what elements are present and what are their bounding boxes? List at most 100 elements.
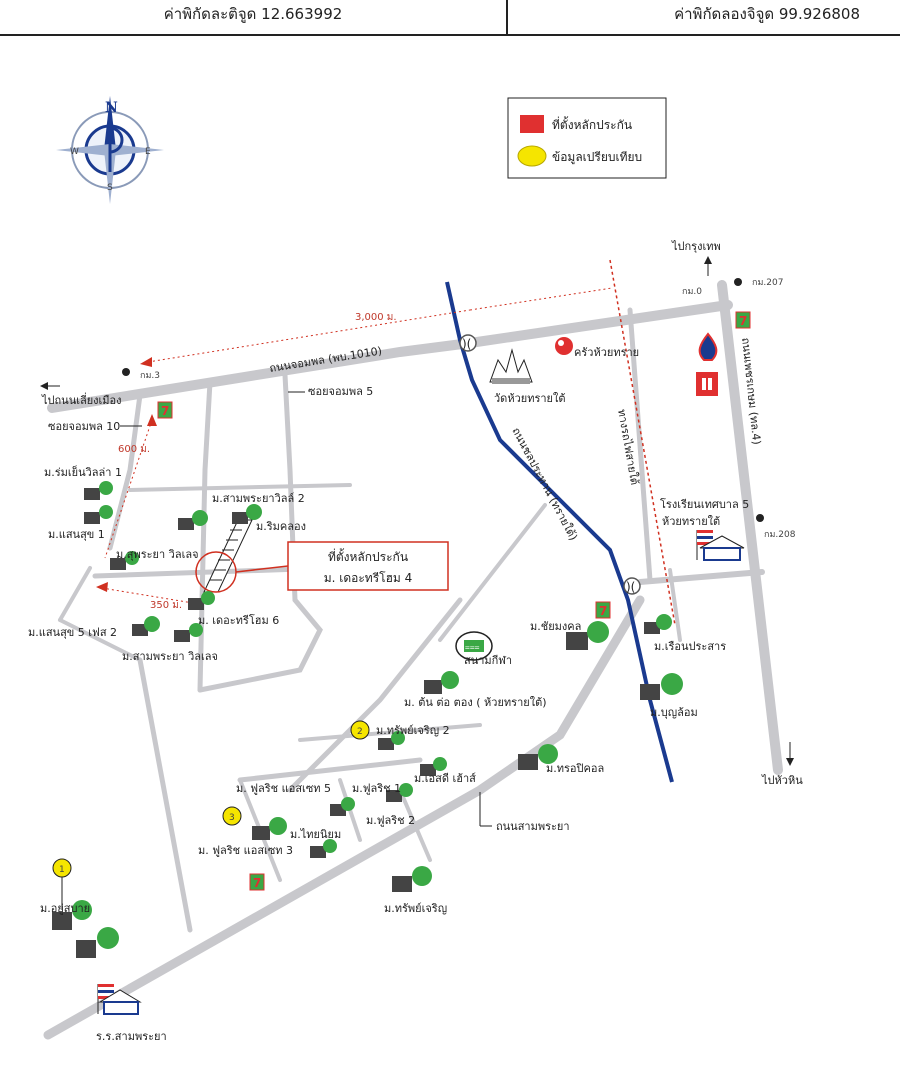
comparable-marker-2: 2 xyxy=(350,720,370,740)
svg-text:ซอยจอมพล 10: ซอยจอมพล 10 xyxy=(48,420,120,433)
school-samphraya-icon xyxy=(97,984,142,1015)
svg-text:ไปหัวหิน: ไปหัวหิน xyxy=(761,774,803,787)
village-saensuk: ม.แสนสุข 1 xyxy=(48,528,105,541)
svg-text:7: 7 xyxy=(253,876,261,890)
latitude-header: ค่าพิกัดละติจูด 12.663992 xyxy=(0,0,508,36)
village-labels: ม.ร่มเย็นวิลล่า 1 ม.แสนสุข 1 ม.สามพระยาว… xyxy=(28,465,726,915)
svg-text:7: 7 xyxy=(739,314,747,328)
svg-text:ไปถนนเลี่ยงเมือง: ไปถนนเลี่ยงเมือง xyxy=(41,392,122,407)
distance-600: 600 ม. xyxy=(104,414,157,559)
village-fullrich3: ม. ฟูลริช แอสเซท 3 xyxy=(198,844,293,857)
svg-text:กม.0: กม.0 xyxy=(682,287,702,297)
village-fullrich5: ม. ฟูลริช แอสเซท 5 xyxy=(236,782,331,795)
km-markers: กม.207 กม.0 กม.3 กม.208 xyxy=(122,278,796,540)
subject-swatch xyxy=(520,115,544,133)
village-sapcharoen: ม.ทรัพย์เจริญ xyxy=(384,902,447,915)
house-icon xyxy=(644,614,672,634)
stadium-icon: === xyxy=(455,631,493,661)
house-icon xyxy=(640,673,683,700)
svg-text:ไปกรุงเทพ: ไปกรุงเทพ xyxy=(671,240,721,253)
label-stadium: สนามกีฬา xyxy=(464,654,512,667)
label-temple: วัดห้วยทรายใต้ xyxy=(494,392,566,405)
label-chonprathan: ถนนชลประทาน (ทรายใต้) xyxy=(509,425,580,542)
compass-s: S xyxy=(107,183,113,193)
label-school5: โรงเรียนเทศบาล 5 xyxy=(660,497,749,511)
house-icon xyxy=(252,817,287,840)
restaurant-icon xyxy=(555,337,573,355)
svg-text:===: === xyxy=(465,643,480,652)
village-fullrich1: ม.ฟูลริช 1 xyxy=(352,782,401,795)
isuzu-sign-icon xyxy=(696,372,718,396)
village-sd: ม.เอสดี เฮ้าส์ xyxy=(414,772,476,785)
village-saensuk5: ม.แสนสุข 5 เฟส 2 xyxy=(28,626,117,639)
seven-eleven-icon: 7 xyxy=(595,601,611,619)
house-icon xyxy=(518,744,558,770)
distance-350: 350 ม. xyxy=(96,582,206,611)
svg-text:ม. เดอะทรีโฮม 4: ม. เดอะทรีโฮม 4 xyxy=(324,571,413,585)
house-icon xyxy=(110,551,139,570)
svg-text:กม.208: กม.208 xyxy=(764,530,796,540)
svg-text:2: 2 xyxy=(357,727,363,737)
seven-eleven-icon: 7 xyxy=(735,311,751,329)
seven-eleven-icon: 7 xyxy=(249,873,265,891)
roundabout-south xyxy=(623,577,641,595)
svg-text:3: 3 xyxy=(229,813,235,823)
village-chaimongkhon: ม.ชัยมงคล xyxy=(530,620,581,633)
distance-3000: 3,000 ม. xyxy=(140,287,613,367)
village-treehome6: ม. เดอะทรีโฮม 6 xyxy=(198,613,279,627)
temple-icon xyxy=(489,348,533,384)
school-flag-icon xyxy=(696,530,745,561)
label-samphraya: ถนนสามพระยา xyxy=(479,792,570,833)
legend-comparable-label: ข้อมูลเปรียบเทียบ xyxy=(552,150,642,165)
svg-text:กม.3: กม.3 xyxy=(140,371,160,381)
village-thainiyom: ม.ไทยนิยม xyxy=(290,828,341,841)
road-chomphon xyxy=(47,300,733,413)
label-school-samphraya: ร.ร.สามพระยา xyxy=(96,1030,167,1043)
comparable-marker-3: 3 xyxy=(222,806,242,826)
direction-huahin: ไปหัวหิน xyxy=(761,742,803,787)
svg-text:1: 1 xyxy=(59,865,65,875)
svg-text:กม.207: กม.207 xyxy=(752,278,783,288)
house-icon xyxy=(76,927,119,958)
house-icon xyxy=(52,900,92,930)
svg-text:7: 7 xyxy=(599,604,607,618)
house-icon xyxy=(378,731,405,750)
village-samphraya-villa2: ม.สามพระยาวิลล์ 2 xyxy=(212,492,305,505)
village-ruean: ม.เรือนประสาร xyxy=(654,640,726,653)
house-icon xyxy=(420,757,447,776)
svg-text:3,000 ม.: 3,000 ม. xyxy=(355,312,397,323)
village-icons xyxy=(52,481,683,958)
compass-w: W xyxy=(70,147,79,157)
label-soi5: ซอยจอมพล 5 xyxy=(288,385,373,398)
village-fullrich2: ม.ฟูลริช 2 xyxy=(366,814,415,827)
roads xyxy=(43,280,783,1040)
village-samphraya-village: ม.สามพระยา วิลเลจ xyxy=(122,650,218,663)
village-tonto: ม. ต้น ต่อ ตอง ( ห้วยทรายใต้) xyxy=(404,696,547,709)
compass-icon: N E W S xyxy=(56,96,164,204)
legend-subject-label: ที่ตั้งหลักประกัน xyxy=(552,116,632,132)
house-icon xyxy=(566,621,609,650)
village-boonlom: ม.บุญล้อม xyxy=(650,706,698,719)
svg-text:ที่ตั้งหลักประกัน: ที่ตั้งหลักประกัน xyxy=(328,548,408,564)
house-icon xyxy=(132,616,160,636)
label-school5-b: ห้วยทรายใต้ xyxy=(662,515,720,528)
road-phetkasem xyxy=(717,280,783,775)
house-icon xyxy=(178,510,208,530)
house-icon xyxy=(386,783,413,802)
road-samphraya xyxy=(43,595,645,1040)
village-sapcharoen2: ม.ทรัพย์เจริญ 2 xyxy=(376,724,450,737)
svg-text:ซอยจอมพล 5: ซอยจอมพล 5 xyxy=(308,385,373,398)
label-krua: ครัวห้วยทราย xyxy=(574,346,639,359)
house-icon xyxy=(232,504,262,524)
village-suphraya: ม.สุพระยา วิลเลจ xyxy=(116,548,199,561)
compass-n: N xyxy=(105,100,118,116)
village-yusabai: ม.อยู่สบาย xyxy=(40,902,90,915)
house-icon xyxy=(330,797,355,816)
svg-text:)(: )( xyxy=(626,580,635,594)
svg-text:600 ม.: 600 ม. xyxy=(118,444,150,455)
label-chomphon: ถนนจอมพล (พบ.1010) xyxy=(268,344,382,375)
village-rimkhlong: ม.ริมคลอง xyxy=(256,520,306,533)
house-icon xyxy=(84,505,113,524)
village-tropical: ม.ทรอปิคอล xyxy=(546,762,604,775)
